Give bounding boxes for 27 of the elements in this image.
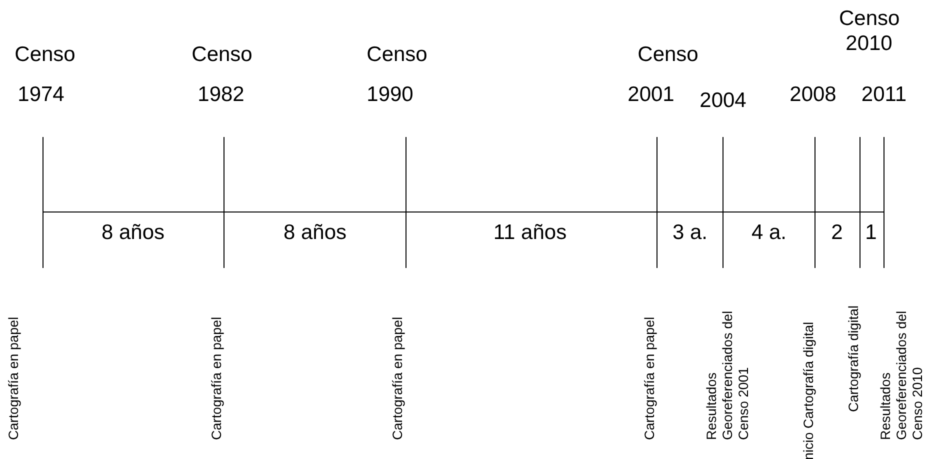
duration-label: 8 años — [283, 220, 347, 246]
year-label: 2001 — [628, 82, 674, 108]
event-label: Censo 2010 — [839, 6, 899, 56]
duration-label: 2 — [831, 220, 843, 246]
event-note: Resultados Georeferenciados del Censo 2010 — [878, 310, 926, 440]
year-label: 1982 — [198, 82, 244, 108]
year-label: 2008 — [790, 82, 836, 108]
event-note: Cartografía en papel — [209, 316, 225, 440]
event-label: Censo — [638, 42, 698, 68]
event-label: Censo — [192, 42, 252, 68]
duration-label: 8 años — [101, 220, 165, 246]
event-label: Censo — [366, 42, 428, 68]
year-label: 2004 — [700, 88, 746, 114]
event-note: nicio Cartografía digital — [801, 320, 817, 459]
event-label: Censo — [14, 42, 76, 68]
duration-label: 4 a. — [751, 220, 787, 246]
year-label: 2011 — [861, 82, 907, 108]
duration-label: 11 años — [493, 220, 567, 246]
event-note: Cartografía en papel — [390, 316, 406, 440]
year-label: 1974 — [18, 82, 64, 108]
duration-label: 3 a. — [672, 220, 708, 246]
event-note: Resultados Georeferenciados del Censo 2001 — [704, 310, 752, 440]
year-label: 1990 — [366, 82, 414, 108]
event-note: Cartografía en papel — [6, 316, 22, 440]
event-note: Cartografía en papel — [642, 316, 658, 440]
event-note: Cartografía digital — [846, 304, 862, 412]
duration-label: 1 — [865, 220, 877, 246]
